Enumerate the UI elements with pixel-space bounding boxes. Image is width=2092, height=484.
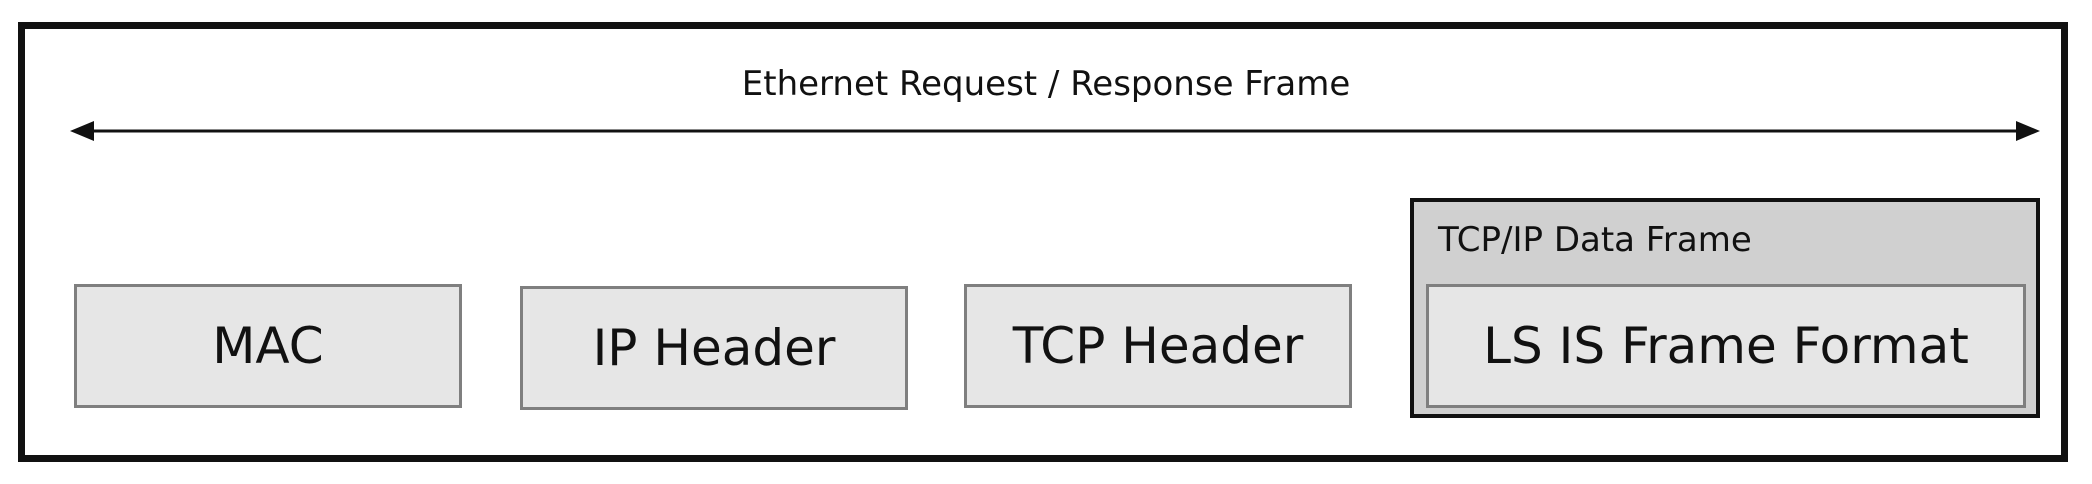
tcpip-data-frame-label: TCP/IP Data Frame <box>1438 220 1752 260</box>
ip-header-box: IP Header <box>520 286 908 410</box>
ls-is-frame-format-box: LS IS Frame Format <box>1426 284 2026 408</box>
arrow-head-right <box>2016 121 2040 141</box>
double-headed-arrow <box>70 121 2040 141</box>
tcp-header-box: TCP Header <box>964 284 1352 408</box>
ip-header-box-label: IP Header <box>592 319 836 377</box>
ethernet-frame-label: Ethernet Request / Response Frame <box>741 64 1351 104</box>
arrow-head-left <box>70 121 94 141</box>
ls-is-frame-format-label: LS IS Frame Format <box>1483 317 1969 375</box>
tcpip-data-frame-container: TCP/IP Data Frame LS IS Frame Format <box>1410 198 2040 418</box>
tcp-header-box-label: TCP Header <box>1012 317 1304 375</box>
mac-box-label: MAC <box>212 317 324 375</box>
mac-box: MAC <box>74 284 462 408</box>
